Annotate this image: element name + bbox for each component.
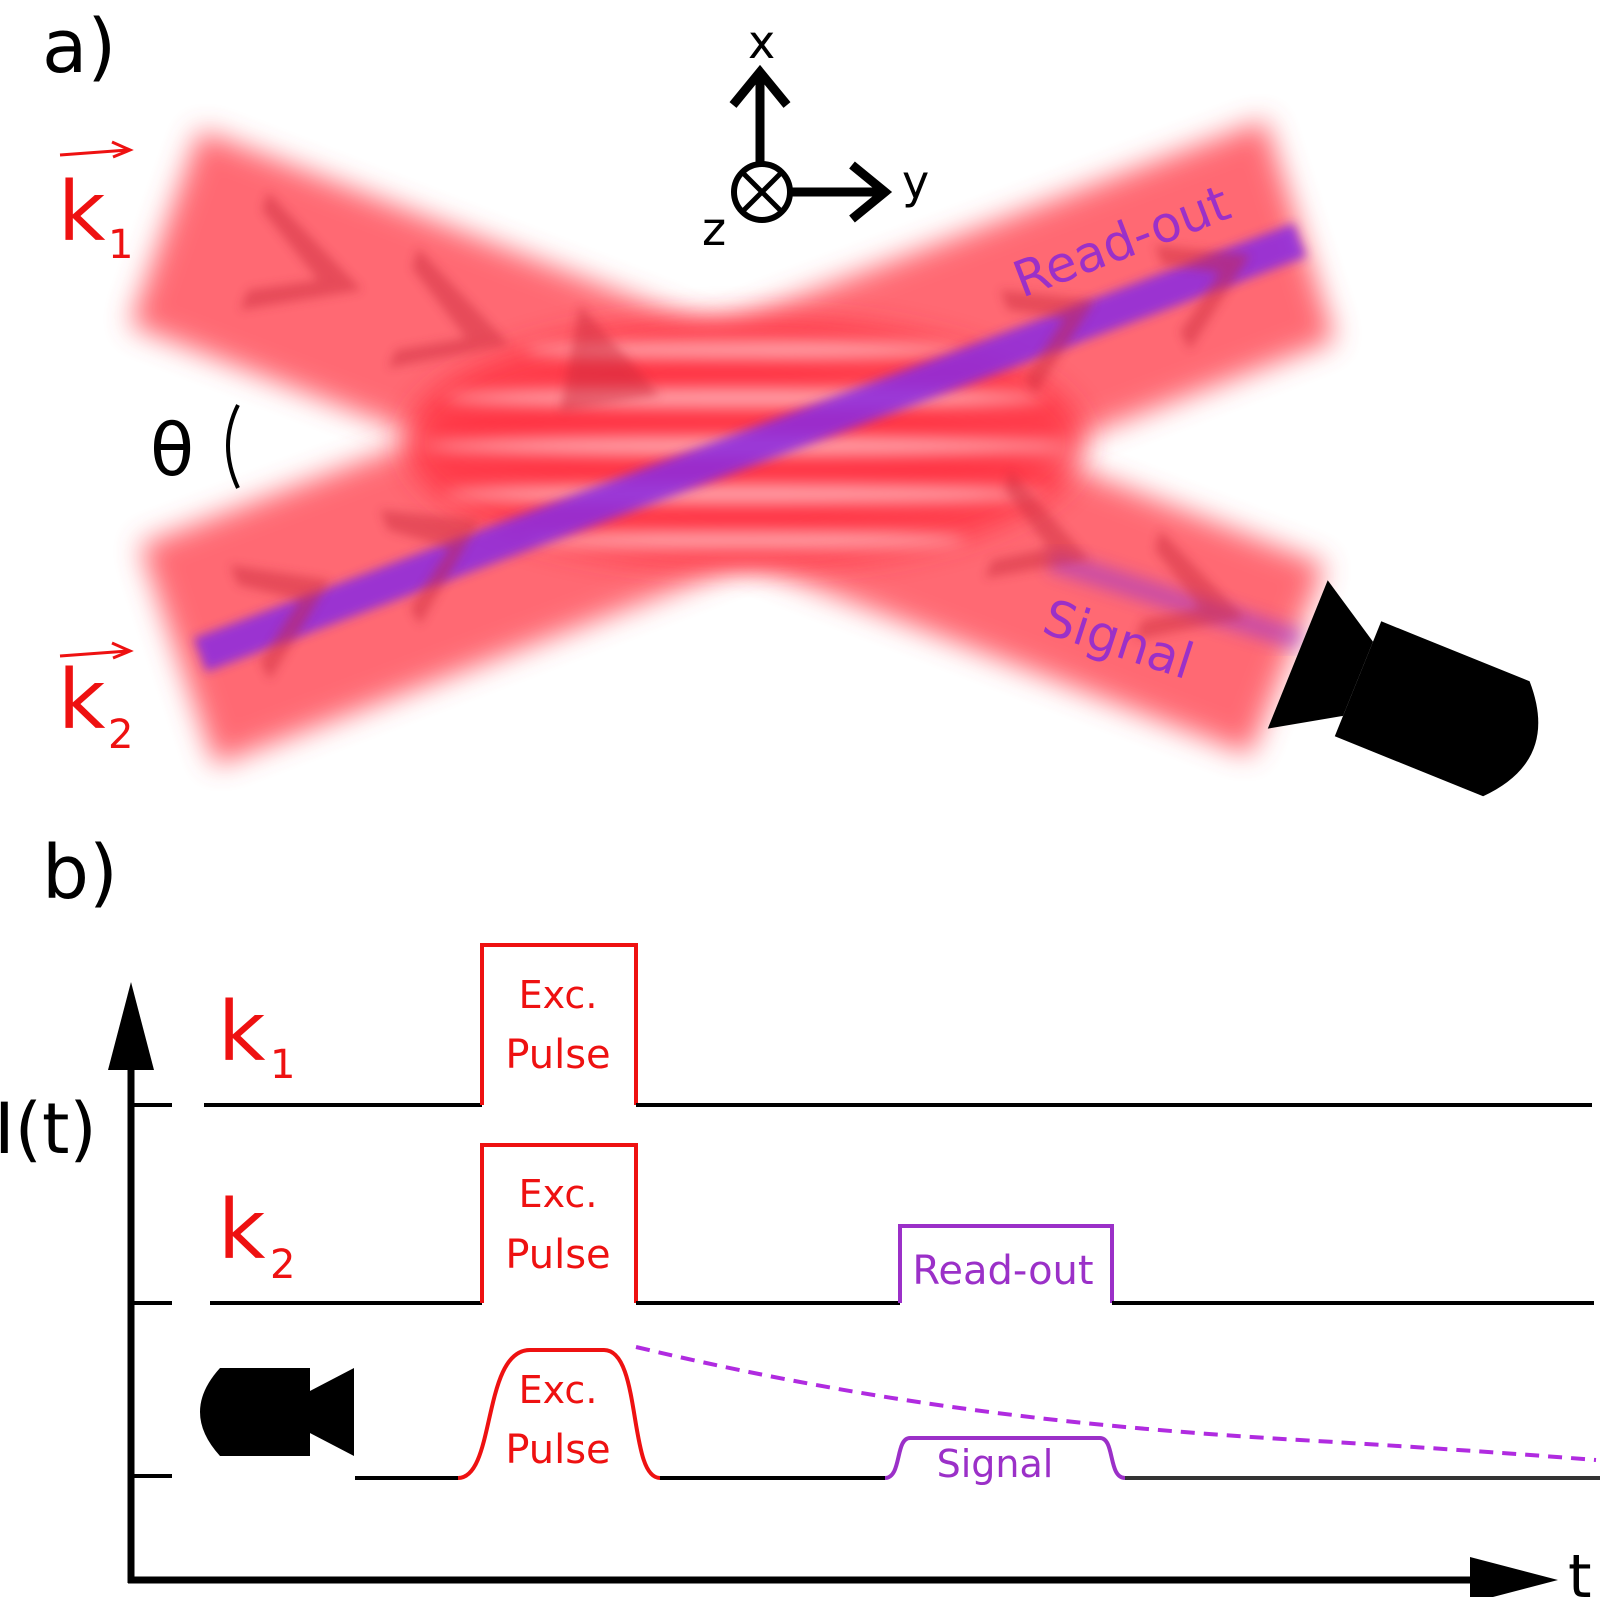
signal-tail <box>1046 549 1304 651</box>
row3-pulse-text-2: Pulse <box>505 1427 610 1473</box>
row3-exc-pulse <box>457 1348 661 1480</box>
x-axis-label: t <box>1568 1542 1592 1597</box>
signal-decay-curve <box>635 1345 1597 1462</box>
row1-pulse-text-1: Exc. <box>519 973 598 1017</box>
camera-detector-icon <box>200 1368 354 1456</box>
readout-signal-beam <box>193 223 1307 672</box>
panel-b-label: b) <box>42 830 118 916</box>
row3-pulse-text-1: Exc. <box>519 1368 598 1412</box>
row1-exc-pulse <box>480 943 638 1105</box>
row2-pulse-text-1: Exc. <box>519 1172 598 1216</box>
row2-k-subscript: 2 <box>270 1242 295 1288</box>
row1-pulse-text-2: Pulse <box>505 1032 610 1078</box>
crossing-beams <box>130 120 1335 765</box>
axis-z-label: z <box>702 202 726 256</box>
row1-k-subscript: 1 <box>270 1042 295 1088</box>
row2-pulse-text-2: Pulse <box>505 1232 610 1278</box>
axis-x-label: x <box>748 15 775 69</box>
k2-subscript: 2 <box>108 712 133 758</box>
k1-vector-label: k 1 <box>58 140 134 268</box>
k1-letter: k <box>58 165 106 260</box>
y-axis-label: I(t) <box>0 1088 97 1170</box>
angle-arc <box>226 404 240 489</box>
cross-in-circle-icon <box>731 161 793 223</box>
k2-vector-label: k 2 <box>58 641 134 758</box>
row2-k-label: k <box>218 1183 266 1278</box>
row2-readout-pulse <box>898 1224 1114 1303</box>
panel-a-label: a) <box>42 4 116 90</box>
row3-signal-text: Signal <box>937 1442 1054 1486</box>
timing-axes <box>108 982 1558 1597</box>
k2-letter: k <box>58 653 106 748</box>
direction-chevrons <box>230 192 1250 680</box>
row3-signal-pulse <box>884 1436 1126 1480</box>
coordinate-axes: x y z <box>702 15 929 256</box>
theta-label: θ <box>150 408 194 492</box>
row1-k-label: k <box>218 985 266 1080</box>
k1-subscript: 1 <box>108 222 133 268</box>
row2-readout-text: Read-out <box>912 1248 1093 1294</box>
row2-exc-pulse <box>480 1143 638 1303</box>
camera-detector-icon <box>1267 580 1539 797</box>
axis-y-label: y <box>902 155 929 209</box>
